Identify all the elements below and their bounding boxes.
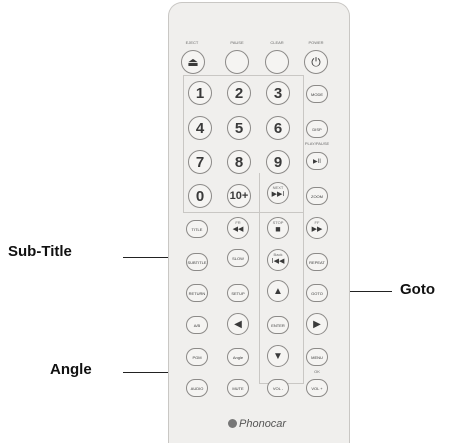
repeat-button[interactable]: REPEAT [306, 253, 328, 271]
ab-button[interactable]: A/B [186, 316, 208, 334]
globe-icon [228, 419, 237, 428]
left-arrow-button[interactable]: ◀ [227, 313, 249, 335]
next-label: NEXT [272, 185, 284, 190]
stop-icon: ■ [275, 224, 281, 234]
next-button[interactable]: NEXT ▶▶I [267, 182, 289, 204]
menu-button[interactable]: MENU [306, 348, 328, 366]
right-arrow-button[interactable]: ▶ [306, 313, 328, 335]
number-0-button[interactable]: 0 [188, 184, 212, 208]
brand-name: Phonocar [239, 418, 287, 430]
up-arrow-button[interactable]: ▲ [267, 280, 289, 302]
vol-down-button[interactable]: VOL - [267, 379, 289, 397]
clear-button[interactable] [265, 50, 289, 74]
up-arrow-icon: ▲ [273, 285, 283, 297]
callout-subtitle: Sub-Title [8, 243, 72, 260]
fr-button[interactable]: FR ◀◀ [227, 217, 249, 239]
mode-button[interactable]: MODE [306, 85, 328, 103]
number-3-button[interactable]: 3 [266, 81, 290, 105]
callout-goto: Goto [400, 281, 435, 298]
fr-label: FR [235, 220, 241, 225]
ff-label: FF [314, 220, 320, 225]
number-10plus-button[interactable]: 10+ [227, 184, 251, 208]
number-2-button[interactable]: 2 [227, 81, 251, 105]
eject-icon: ⏏ [187, 55, 199, 69]
number-1-button[interactable]: 1 [188, 81, 212, 105]
stop-label: STOP [272, 220, 284, 225]
enter-button[interactable]: ENTER [267, 316, 289, 334]
callout-subtitle-line [123, 257, 182, 258]
goto-button[interactable]: GOTO [306, 284, 328, 302]
pause-button[interactable] [225, 50, 249, 74]
vol-up-button[interactable]: VOL + [306, 379, 328, 397]
angle-button[interactable]: Angle [227, 348, 249, 366]
number-8-button[interactable]: 8 [227, 150, 251, 174]
stop-button[interactable]: STOP ■ [267, 217, 289, 239]
fast-rewind-icon: ◀◀ [232, 226, 244, 233]
number-5-button[interactable]: 5 [227, 116, 251, 140]
callout-angle: Angle [50, 361, 92, 378]
pgm-button[interactable]: PGM [186, 348, 208, 366]
ff-button[interactable]: FF ▶▶ [306, 217, 328, 239]
setup-button[interactable]: SETUP [227, 284, 249, 302]
right-arrow-icon: ▶ [313, 318, 321, 330]
left-arrow-icon: ◀ [234, 318, 242, 330]
power-button[interactable]: ⏻ [304, 50, 328, 74]
eject-button[interactable]: ⏏ [181, 50, 205, 74]
down-arrow-icon: ▼ [273, 350, 283, 362]
remote-control: EJECT PAUSE CLEAR POWER ⏏ ⏻ 1 2 3 4 5 6 … [168, 2, 350, 443]
back-label: Back [273, 252, 283, 257]
return-button[interactable]: RETURN [186, 284, 208, 302]
number-6-button[interactable]: 6 [266, 116, 290, 140]
title-button[interactable]: TITLE [186, 220, 208, 238]
label-clear: CLEAR [270, 40, 284, 45]
callout-angle-line [123, 372, 197, 373]
audio-button[interactable]: AUDIO [186, 379, 208, 397]
previous-icon: I◀◀ [271, 258, 285, 265]
slow-button[interactable]: SLOW [227, 249, 249, 267]
play-pause-button[interactable]: ▶II [306, 152, 328, 170]
mute-button[interactable]: MUTE [227, 379, 249, 397]
label-eject: EJECT [185, 40, 199, 45]
next-icon: ▶▶I [271, 191, 285, 198]
callout-goto-line [335, 291, 392, 292]
number-9-button[interactable]: 9 [266, 150, 290, 174]
zoom-button[interactable]: ZOOM [306, 187, 328, 205]
fast-forward-icon: ▶▶ [311, 226, 323, 233]
label-pause: PAUSE [230, 40, 244, 45]
back-button[interactable]: Back I◀◀ [267, 249, 289, 271]
subtitle-button[interactable]: SUBTITLE [186, 253, 208, 271]
disp-button[interactable]: DISP [306, 120, 328, 138]
down-arrow-button[interactable]: ▼ [267, 345, 289, 367]
number-grid-frame [183, 75, 304, 213]
label-ok: OK [314, 369, 320, 374]
label-play-pause: PLAY/PAUSE [304, 141, 330, 146]
number-4-button[interactable]: 4 [188, 116, 212, 140]
brand-logo: Phonocar [228, 418, 286, 430]
power-icon: ⏻ [311, 54, 321, 69]
number-7-button[interactable]: 7 [188, 150, 212, 174]
play-pause-icon: ▶II [313, 158, 321, 165]
label-power: POWER [308, 40, 324, 45]
